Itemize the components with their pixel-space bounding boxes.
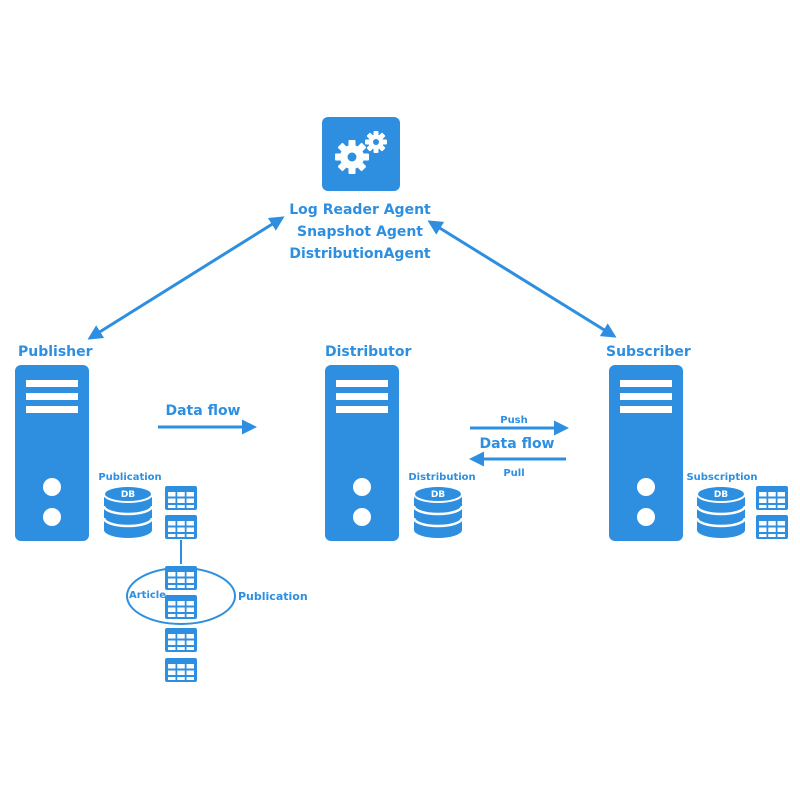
article-label: Article <box>129 590 166 601</box>
article-table-1 <box>165 566 197 590</box>
distributor-label: Distributor <box>325 344 411 360</box>
agent-publisher-arrow <box>87 216 285 340</box>
agent-subscriber-arrow <box>427 220 617 338</box>
subscription-table-1 <box>756 486 788 510</box>
data-flow-label-2: Data flow <box>479 436 554 452</box>
subscription-caption: Subscription <box>686 472 757 483</box>
publisher-server <box>15 365 89 541</box>
distributor-server <box>325 365 399 541</box>
data-flow-label-1: Data flow <box>165 403 240 419</box>
publication-db-label: DB <box>121 490 135 500</box>
pull-label: Pull <box>503 468 524 479</box>
distribution-db-label: DB <box>431 490 445 500</box>
article-table-3 <box>165 628 197 652</box>
publication-table-2 <box>165 515 197 539</box>
push-label: Push <box>500 415 528 426</box>
article-table-2 <box>165 595 197 619</box>
gears-icon <box>322 117 400 191</box>
agent-line-3: DistributionAgent <box>289 246 431 262</box>
publisher-label: Publisher <box>18 344 93 360</box>
article-table-4 <box>165 658 197 682</box>
publication-table-1 <box>165 486 197 510</box>
agent-line-1: Log Reader Agent <box>289 202 431 218</box>
publication-caption: Publication <box>98 472 161 483</box>
agent-line-2: Snapshot Agent <box>297 224 423 240</box>
subscription-db-label: DB <box>714 490 728 500</box>
subscriber-label: Subscriber <box>606 344 691 360</box>
subscription-table-2 <box>756 515 788 539</box>
distribution-caption: Distribution <box>408 472 475 483</box>
publication-detail-label: Publication <box>238 590 308 603</box>
subscriber-server <box>609 365 683 541</box>
